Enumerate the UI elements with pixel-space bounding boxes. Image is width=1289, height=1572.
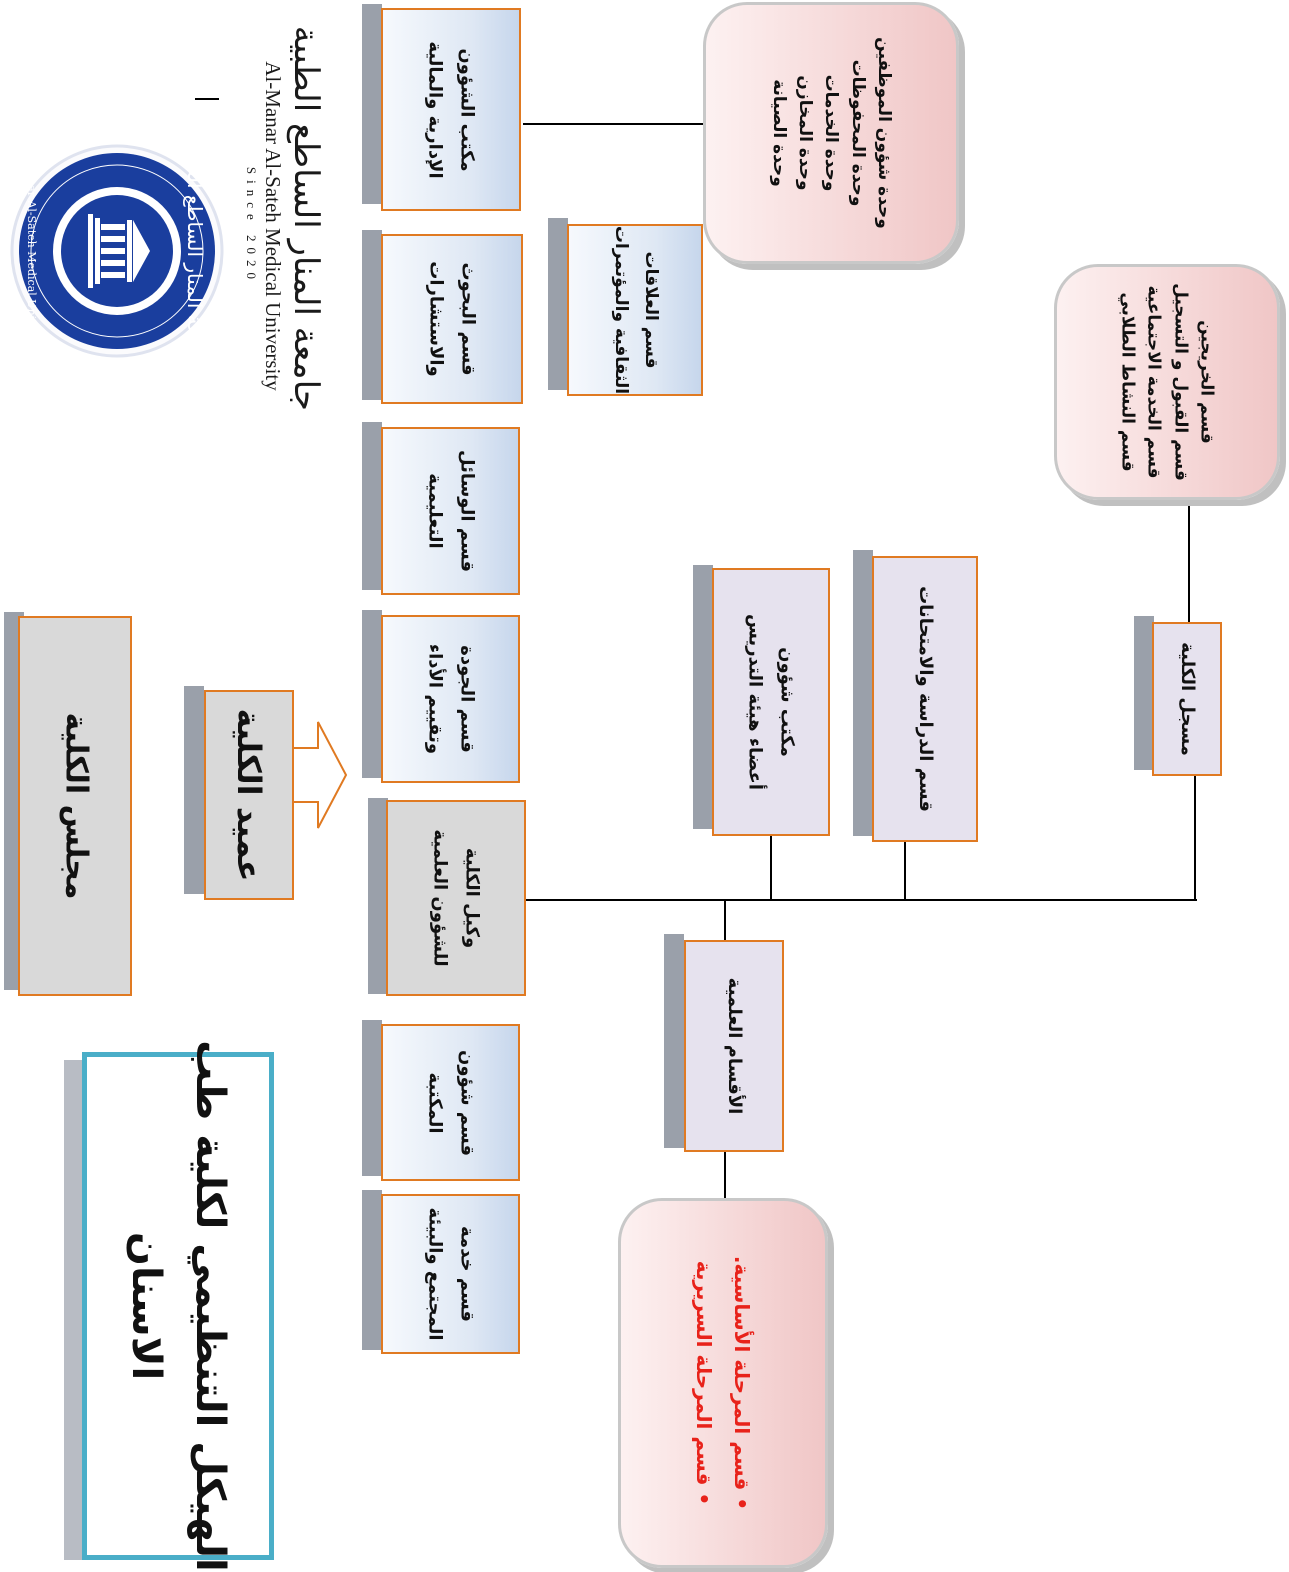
studies-connector (904, 842, 906, 900)
relations-shadow (548, 218, 568, 390)
research-dept-box: قسم البحوث والاستشارات (381, 234, 523, 404)
stage-dept-clinical: • قسم المرحلة السريرية (692, 1260, 716, 1506)
svg-text:Al-Manar Al-Sateh Medical Univ: Al-Manar Al-Sateh Medical University (25, 144, 38, 358)
vice-dean-line-1: وكيل الكلية (461, 847, 483, 949)
logo-divider (195, 98, 219, 100)
research-line-1: قسم البحوث (457, 262, 479, 376)
vice-dean-line-2: للشؤون العلمية (430, 829, 451, 967)
studies-shadow (853, 550, 873, 836)
stage-departments-box: • قسم المرحلة الأساسية. • قسم المرحلة ال… (618, 1198, 828, 1568)
university-name-english: Al-Manar Al-Sateh Medical University (261, 61, 285, 391)
admin-unit-item: وحدة الخدمات (821, 74, 842, 192)
media-line-2: التعليمية (424, 473, 446, 549)
educational-media-dept-box: قسم الوسائل التعليمية (381, 427, 520, 595)
college-council-box: مجلس الكلية (18, 616, 132, 996)
relations-line-1: قسم العلاقات (640, 251, 661, 369)
university-name-block: جامعة المنار الساطع الطبية Al-Manar Al-S… (221, 25, 347, 416)
admin-unit-item: وحدة المحفوظات (847, 59, 868, 207)
scientific-depts-shadow (664, 934, 684, 1148)
dean-box-shadow (184, 686, 204, 894)
library-line-2: المكتبة (424, 1071, 446, 1134)
admin-office-line-2: الإدارية والمالية (425, 40, 446, 179)
admin-units-connector (523, 123, 703, 125)
admin-finance-office-box: مكتب الشؤون الإدارية والمالية (381, 8, 521, 211)
library-line-1: قسم شؤون (456, 1049, 477, 1156)
registrar-label: مسجل الكلية (1176, 642, 1198, 756)
dean-arrow (291, 721, 348, 829)
registrar-unit-item: قسم الخريجين (1196, 320, 1217, 444)
registrar-unit-item: قسم النشاط الطلابي (1117, 292, 1138, 472)
main-connector-line (525, 899, 1197, 901)
since-label: Since 2020 (244, 166, 259, 286)
community-line-1: قسم خدمة (456, 1226, 477, 1322)
dean-label: عميد الكلية (230, 708, 268, 882)
scientific-depts-connector-bottom (724, 1152, 726, 1198)
registrar-units-connector (1188, 500, 1190, 624)
faculty-office-connector (770, 836, 772, 900)
quality-line-1: قسم الجودة (456, 645, 477, 753)
quality-dept-box: قسم الجودة وتقييم الأداء (381, 615, 520, 783)
relations-line-2: الثقافية والمؤتمرات (611, 225, 631, 395)
library-dept-box: قسم شؤون المكتبة (381, 1024, 520, 1181)
media-shadow (362, 422, 382, 590)
registrar-unit-item: قسم الخدمة الاجتماعية (1144, 285, 1164, 479)
community-line-2: المجتمع والبيئة (424, 1207, 446, 1341)
studies-label: قسم الدراسة والامتحانات (914, 586, 936, 812)
faculty-office-shadow (693, 565, 713, 829)
svg-text:جامعة المنار الساطع الطبية: جامعة المنار الساطع الطبية (183, 140, 207, 362)
vice-dean-shadow (368, 798, 388, 994)
community-shadow (362, 1190, 382, 1350)
title-line-1: الهيكل التنظيمي لكلية طب (187, 1040, 233, 1572)
research-line-2: والاستشارات (426, 261, 447, 377)
faculty-affairs-office-box: مكتب شؤون أعضاء هيئة التدريس (712, 568, 830, 836)
research-shadow (362, 230, 382, 400)
registrar-shadow (1134, 616, 1154, 770)
college-council-label: مجلس الكلية (58, 712, 94, 900)
admin-units-box: وحدة شؤون الموظفين وحدة المحفوظات وحدة ا… (703, 2, 959, 264)
dean-box: عميد الكلية (204, 690, 294, 900)
faculty-office-line-2: أعضاء هيئة التدريس (745, 613, 766, 791)
admin-unit-item: وحدة الصيانة (768, 79, 789, 187)
faculty-office-line-1: مكتب شؤون (776, 647, 798, 757)
admin-unit-item: وحدة المخازن (794, 75, 815, 191)
registrar-connector (1194, 776, 1196, 900)
cultural-relations-dept-box: قسم العلاقات الثقافية والمؤتمرات (567, 224, 703, 396)
scientific-depts-label: الأقسام العلمية (723, 977, 745, 1115)
registrar-units-box: قسم الخريجين قسم القبول و التسجيل قسم ال… (1054, 264, 1280, 500)
quality-line-2: وتقييم الأداء (424, 643, 446, 755)
vice-dean-box: وكيل الكلية للشؤون العلمية (386, 800, 526, 996)
studies-exams-dept-box: قسم الدراسة والامتحانات (872, 556, 978, 842)
title-box: الهيكل التنظيمي لكلية طب الاسنان (82, 1040, 274, 1572)
admin-office-line-1: مكتب الشؤون (456, 47, 478, 172)
title-line-2: الاسنان (123, 1231, 169, 1381)
community-dept-box: قسم خدمة المجتمع والبيئة (381, 1194, 520, 1354)
admin-unit-item: وحدة شؤون الموظفين (873, 37, 894, 229)
stage-dept-basic: • قسم المرحلة الأساسية. (730, 1255, 754, 1511)
scientific-departments-box: الأقسام العلمية (684, 940, 784, 1152)
college-registrar-box: مسجل الكلية (1152, 622, 1222, 776)
quality-shadow (362, 610, 382, 778)
media-line-1: قسم الوسائل (456, 450, 477, 572)
university-seal-logo: جامعة المنار الساطع الطبية Al-Manar Al-S… (10, 140, 224, 362)
registrar-unit-item: قسم القبول و التسجيل (1170, 283, 1191, 481)
university-name-arabic: جامعة المنار الساطع الطبية (286, 25, 326, 411)
library-shadow (362, 1020, 382, 1176)
admin-office-shadow (362, 4, 382, 204)
scientific-depts-connector-top (724, 900, 726, 940)
